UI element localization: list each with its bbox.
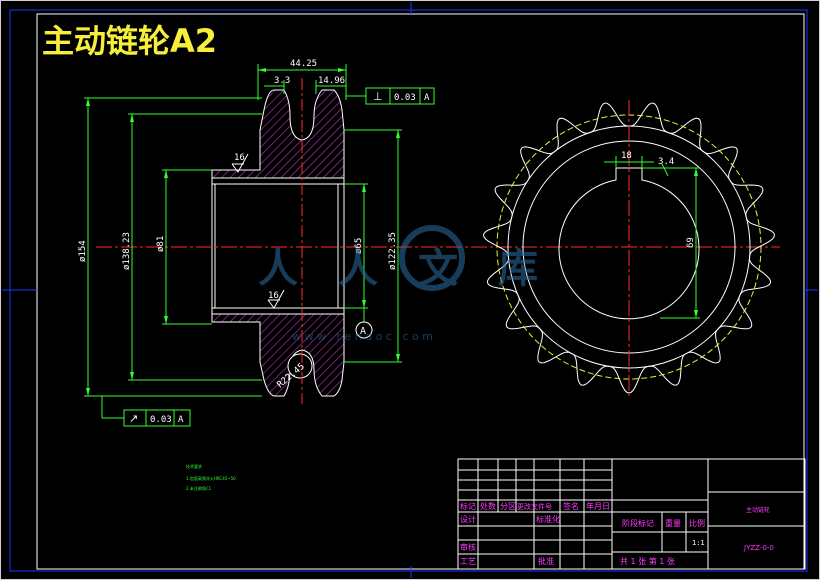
tb-label-mark: 标记 xyxy=(460,501,476,511)
dim-overall-width: 44.25 xyxy=(290,59,317,69)
bore-with-keyway xyxy=(558,167,700,320)
dim-key-width: 18 xyxy=(621,151,632,161)
tb-process: 工艺 xyxy=(460,557,476,566)
drawing-area-border xyxy=(36,13,805,570)
watermark: 人人文库 w w w . r e n d o c . c o m xyxy=(258,225,578,343)
datum-symbol: A xyxy=(355,321,373,339)
tb-stage-mark: 阶段标记 xyxy=(622,518,654,528)
tb-drawing-number: JYZZ-0-0 xyxy=(743,544,774,552)
watermark-url: w w w . r e n d o c . c o m xyxy=(292,330,433,343)
dim-tooth-gap: 3.3 xyxy=(274,76,290,86)
dim-key-depth: 3.4 xyxy=(658,157,674,167)
dim-tooth-width: 14.96 xyxy=(318,76,345,86)
tooth-gap-circle xyxy=(287,353,313,379)
surface-finish-top-value: 16 xyxy=(234,153,245,163)
tb-label-change: 更改文件号 xyxy=(517,502,552,511)
dim-key-height: 69 xyxy=(686,237,696,248)
tb-label-count: 处数 xyxy=(480,501,496,511)
surface-finish-bottom-value: 16 xyxy=(268,291,279,301)
watermark-brand: 人人文库 xyxy=(258,246,578,292)
surface-finish-bottom: 16 xyxy=(267,289,285,309)
tolerance-frame-perpendicularity: ⊥ 0.03 A xyxy=(365,87,435,105)
tb-approve: 批准 xyxy=(538,556,554,566)
tb-sheet-info: 共 1 张 第 1 张 xyxy=(620,556,675,566)
watermark-logo-ring xyxy=(399,225,465,291)
tb-label-zone: 分区 xyxy=(500,502,516,511)
notes-line-2: 2.未注倒角C1 xyxy=(186,485,212,491)
surface-finish-top: 16 xyxy=(231,153,249,173)
datum-label: A xyxy=(360,326,366,337)
runout-symbol: ↗ xyxy=(129,412,138,425)
dim-root-diameter: ø122.35 xyxy=(388,232,398,270)
keyway-arrows xyxy=(694,168,698,318)
tb-scale-value: 1:1 xyxy=(692,539,705,547)
notes-heading: 技术要求 xyxy=(186,463,202,469)
tb-audit: 审核 xyxy=(460,542,476,552)
drawing-title: 主动链轮A2 xyxy=(42,22,217,60)
keyway-dimensions xyxy=(604,156,700,319)
bore xyxy=(211,177,345,315)
tb-design: 设计 xyxy=(460,514,476,524)
tolerance-frame-runout: ↗ 0.03 A xyxy=(123,409,191,427)
notes-line-1: 1.齿面高频淬火HRC45~50 xyxy=(186,475,236,481)
tb-part-name: 主动链轮 xyxy=(746,506,770,514)
section-view xyxy=(211,89,345,397)
tb-standardize: 标准化 xyxy=(536,514,560,524)
dimension-arrows xyxy=(86,68,400,396)
dim-hub-diameter: ø65 xyxy=(354,238,364,254)
section-hatch-top xyxy=(211,89,345,179)
section-dimensions xyxy=(84,64,402,419)
section-hatch-bottom xyxy=(211,313,345,397)
tb-label-sign: 签名 xyxy=(563,501,579,511)
perpendicularity-symbol: ⊥ xyxy=(373,90,383,103)
title-block: 标记 处数 分区 更改文件号 签名 年月日 设计 标准化 审核 工艺 批准 阶段… xyxy=(457,458,806,570)
runout-datum: A xyxy=(178,415,184,425)
tb-scale: 比例 xyxy=(689,518,705,528)
dim-outer-diameter: ø154 xyxy=(78,240,88,262)
runout-value: 0.03 xyxy=(150,415,172,425)
perpendicularity-datum: A xyxy=(424,93,430,103)
tb-weight: 重量 xyxy=(665,518,681,528)
perpendicularity-value: 0.03 xyxy=(394,93,416,103)
tb-label-date: 年月日 xyxy=(586,501,610,511)
dim-pitch-diameter: ø138.23 xyxy=(122,232,132,270)
sprocket-tooth-outline xyxy=(482,102,776,394)
dim-bore-diameter: ø81 xyxy=(156,236,166,252)
